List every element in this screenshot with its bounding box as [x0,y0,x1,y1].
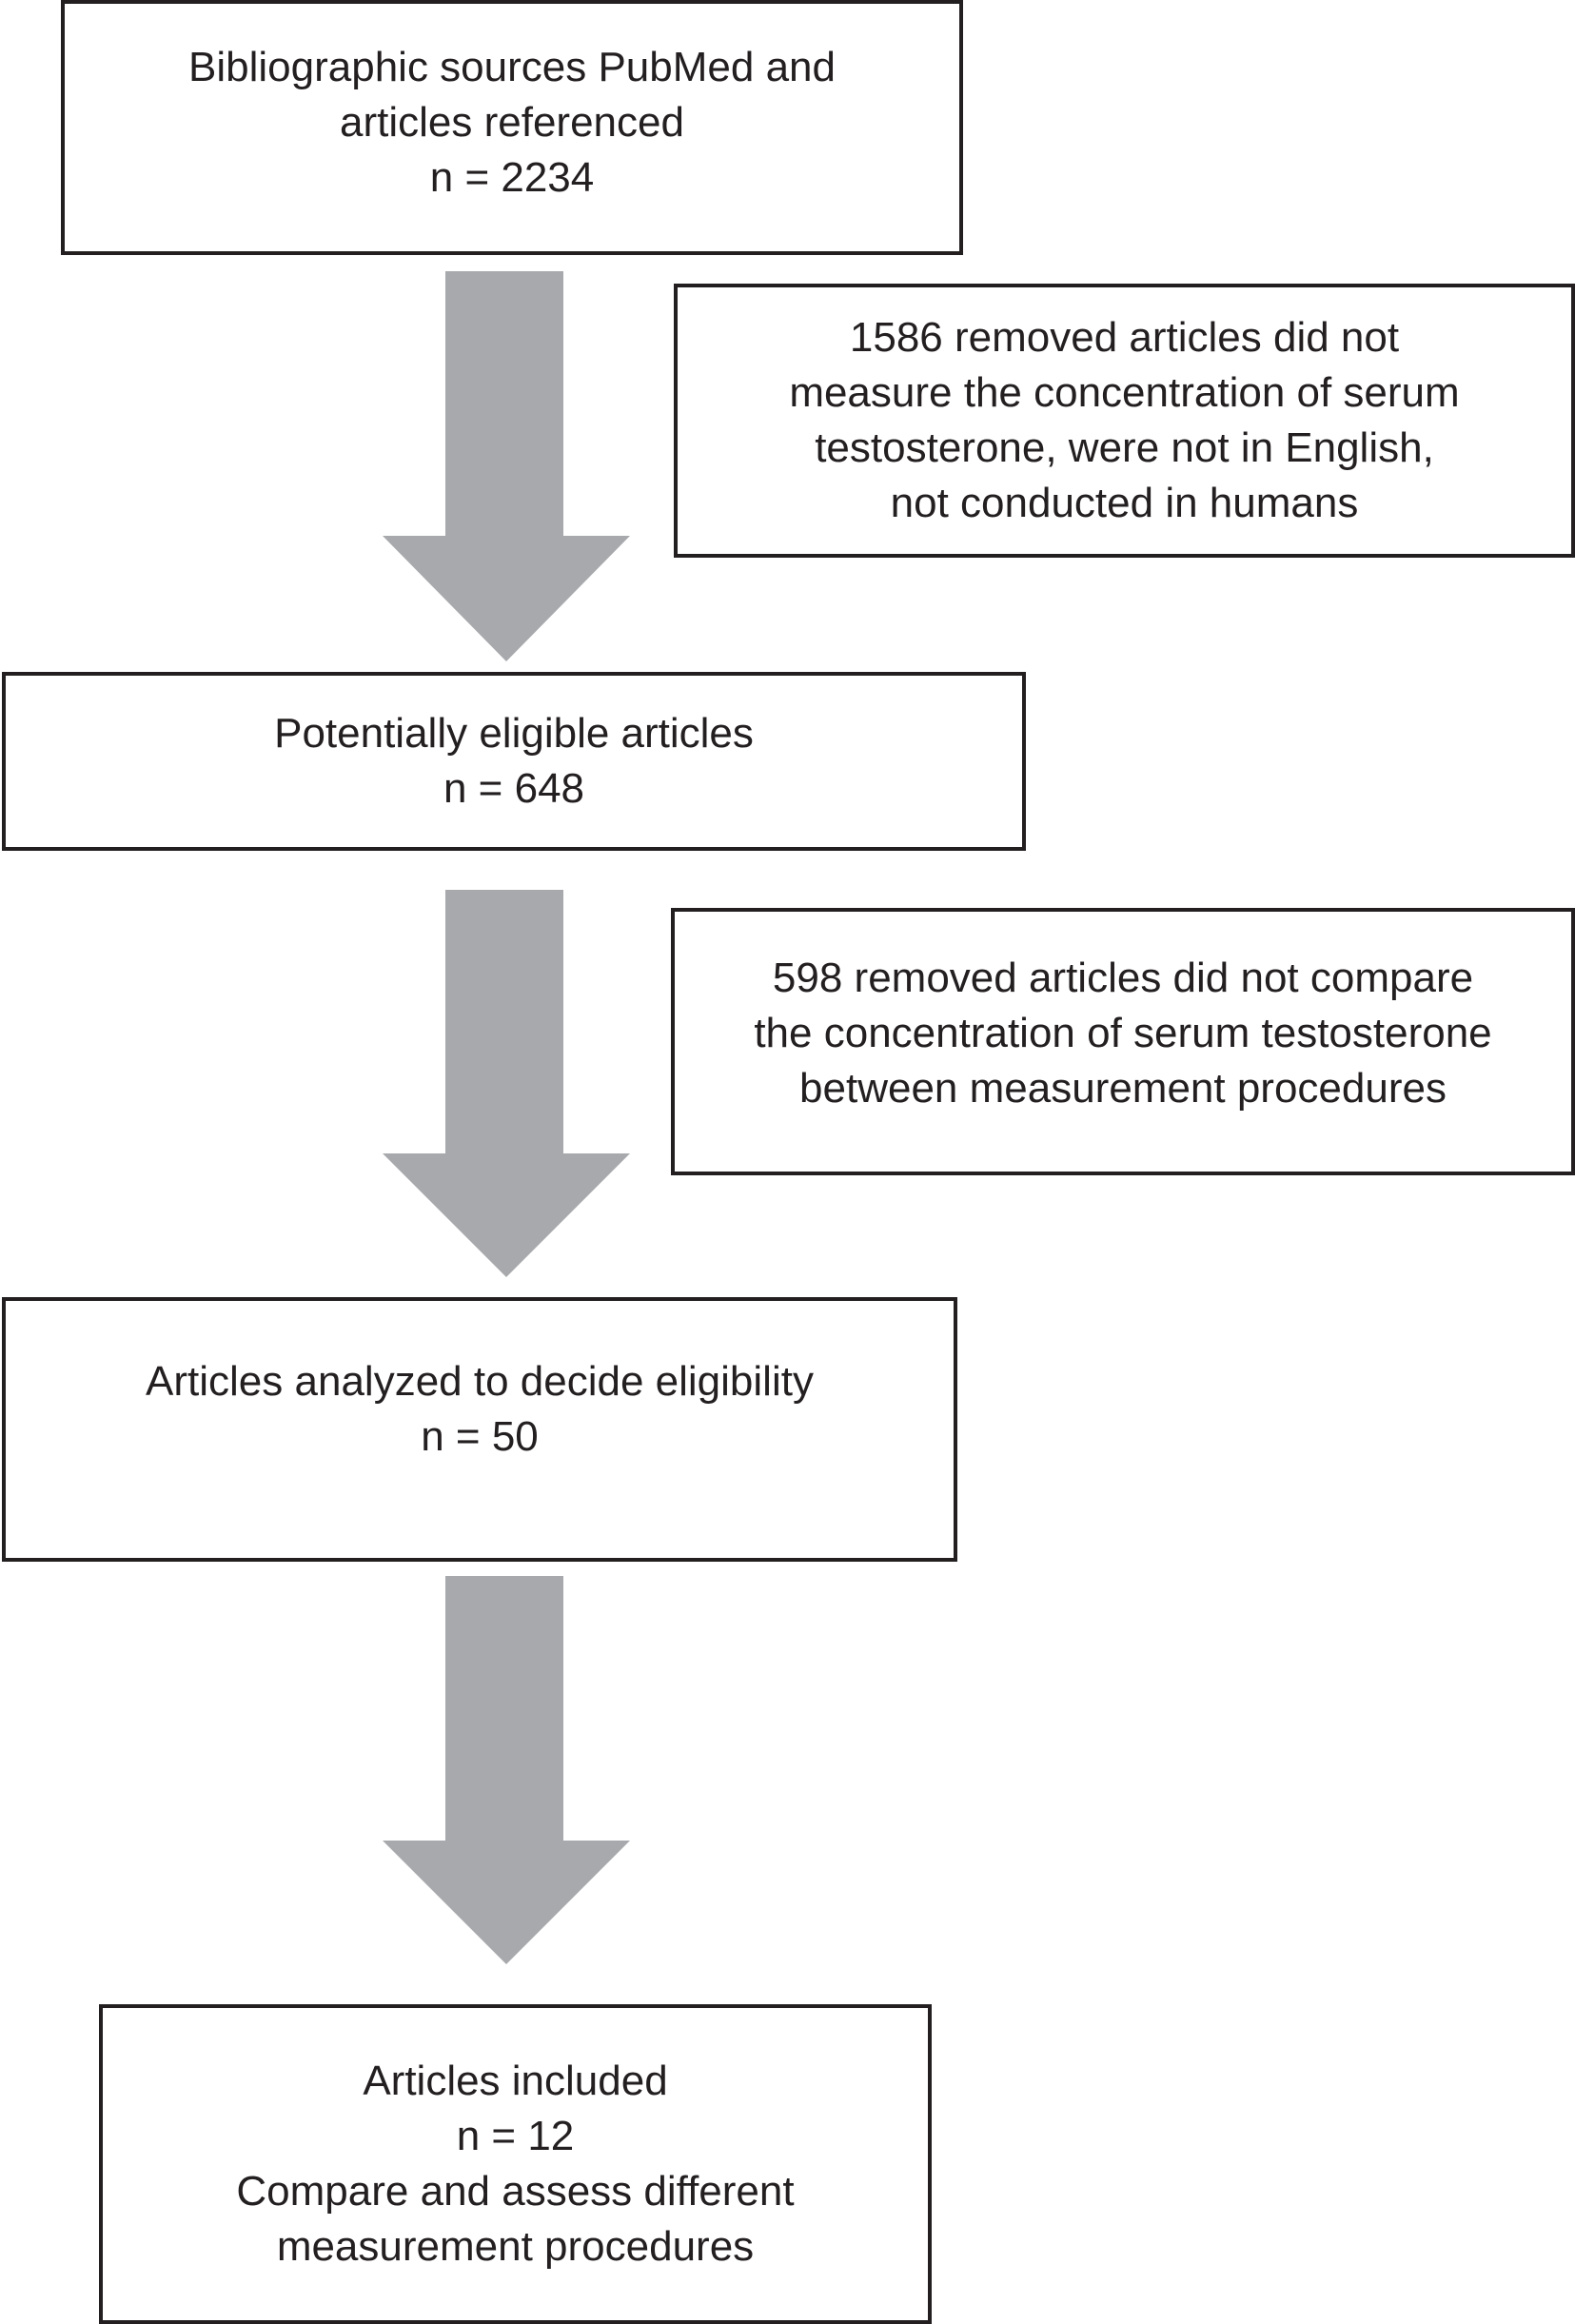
box-text-line: Potentially eligible articles [274,710,754,757]
box-text-line: measure the concentration of serum [789,369,1460,416]
down-arrow-3 [383,1576,630,1964]
box-text-line: Articles analyzed to decide eligibility [146,1358,814,1405]
arrow-shape [383,890,630,1277]
down-arrow-1 [383,271,630,661]
box-text-line: between measurement procedures [799,1064,1447,1112]
box-text-line: the concentration of serum testosterone [754,1009,1492,1056]
box-text-line: n = 50 [421,1413,539,1460]
box-text-line: n = 2234 [429,154,595,201]
box-text-line: Compare and assess different [236,2168,795,2215]
arrow-shape [383,271,630,661]
box-text-line: articles referenced [340,99,684,146]
box-text-line: 598 removed articles did not compare [772,954,1474,1001]
potentially-eligible-box: Potentially eligible articles n = 648 [2,672,1026,851]
exclusion-box-1: 1586 removed articles did not measure th… [674,284,1575,558]
box-text-line: n = 648 [443,765,585,812]
articles-included-box: Articles included n = 12 Compare and ass… [99,2004,932,2324]
eligibility-assessed-box: Articles analyzed to decide eligibility … [2,1297,957,1562]
down-arrow-2 [383,890,630,1277]
box-text-line: n = 12 [456,2113,575,2159]
box-text-line: Bibliographic sources PubMed and [188,44,836,90]
arrow-shape [383,1576,630,1964]
box-text-line: testosterone, were not in English, [815,424,1434,471]
exclusion-box-2: 598 removed articles did not compare the… [671,908,1575,1175]
box-text-line: not conducted in humans [890,480,1359,526]
box-text-line: 1586 removed articles did not [849,314,1400,361]
box-text-line: Articles included [363,2058,668,2104]
records-identified-box: Bibliographic sources PubMed and article… [61,0,963,255]
box-text-line: measurement procedures [276,2223,755,2270]
